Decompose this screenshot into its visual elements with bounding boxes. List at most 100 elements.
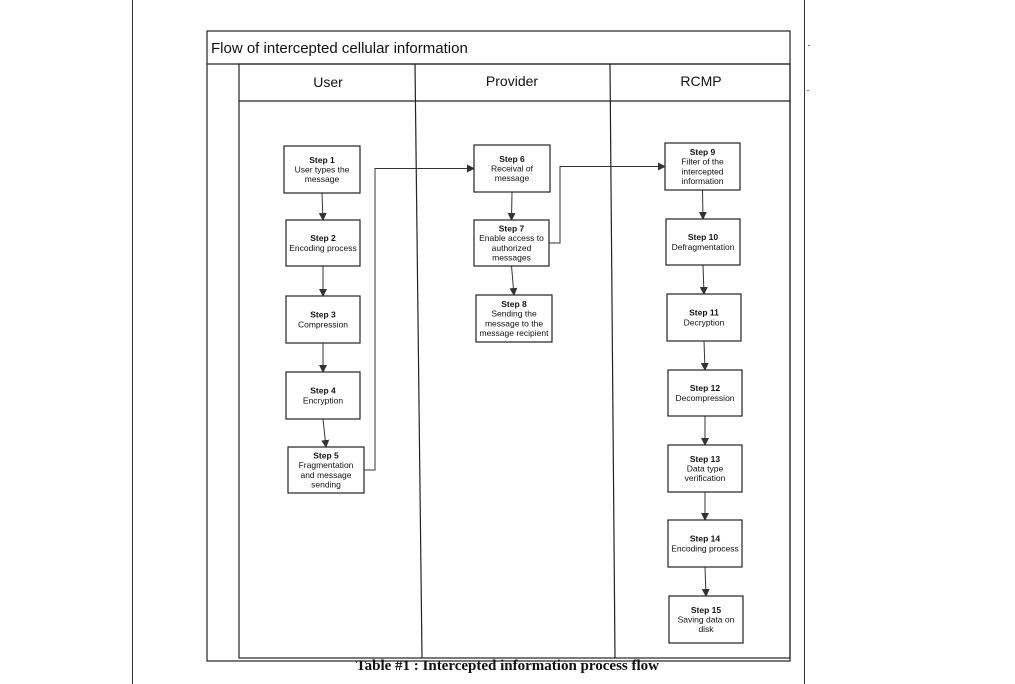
step-description-line: Decompression xyxy=(675,393,734,403)
page-edge-left xyxy=(132,0,133,684)
scan-speck xyxy=(807,90,809,91)
diagram-title: Flow of intercepted cellular information xyxy=(211,40,468,57)
step-description-line: Encoding process xyxy=(671,543,739,553)
arrow-step-7-to-9 xyxy=(549,162,666,244)
arrow-step-7-to-8 xyxy=(509,265,518,296)
step-label: Step 13 xyxy=(690,454,721,464)
step-label: Step 7 xyxy=(499,224,525,234)
step-label: Step 9 xyxy=(690,147,716,157)
arrow-step-9-to-10 xyxy=(698,189,707,220)
svg-text:User: User xyxy=(313,74,343,90)
step-description-line: disk xyxy=(698,624,714,634)
step-description-line: Data type xyxy=(687,464,724,474)
step-box-outline xyxy=(285,371,361,420)
step-label: Step 15 xyxy=(691,605,722,615)
svg-text:RCMP: RCMP xyxy=(680,73,721,89)
step-description-line: Encryption xyxy=(303,395,343,405)
step-box-outline xyxy=(285,219,361,267)
step-description-line: Saving data on xyxy=(678,615,735,625)
arrow-step-10-to-11 xyxy=(699,264,708,295)
step-box-outline xyxy=(666,293,742,342)
step-description-line: Fragmentation xyxy=(299,460,354,470)
step-label: Step 11 xyxy=(689,308,719,318)
lane-title-rcmp: RCMP xyxy=(680,73,721,89)
step-description-line: verification xyxy=(685,473,726,483)
lane-divider-provider-rcmp xyxy=(609,63,616,659)
arrow-step-11-to-12 xyxy=(700,340,709,371)
step-label: Step 10 xyxy=(688,232,719,242)
step-description-line: message to the xyxy=(485,318,543,328)
step-label: Step 12 xyxy=(690,383,721,393)
step-box-outline xyxy=(473,219,550,267)
arrow-step-14-to-15 xyxy=(701,566,710,597)
step-description-line: Filter of the xyxy=(681,157,724,167)
arrow-step-4-to-5 xyxy=(321,418,330,448)
step-label: Step 8 xyxy=(501,299,527,309)
step-label: Step 1 xyxy=(309,155,335,165)
step-description-line: User types the xyxy=(295,165,350,175)
step-description-line: Sending the xyxy=(491,309,537,319)
step-description-line: and message xyxy=(300,470,351,480)
step-description-line: sending xyxy=(311,479,341,489)
step-box-outline xyxy=(283,145,361,194)
flow-arrows xyxy=(318,162,710,597)
step-description-line: message recipient xyxy=(480,328,550,338)
step-label: Step 6 xyxy=(499,154,525,164)
scan-speck xyxy=(808,45,810,46)
page-edge-right xyxy=(804,0,805,684)
step-box-outline xyxy=(665,218,741,266)
step-description-line: Encoding process xyxy=(289,243,357,253)
step-description-line: messages xyxy=(492,252,531,262)
arrow-step-5-to-6 xyxy=(364,164,475,471)
step-label: Step 4 xyxy=(310,386,336,396)
step-box-outline xyxy=(667,369,743,417)
arrow-step-1-to-2 xyxy=(318,192,327,221)
step-box-outline xyxy=(664,142,741,191)
step-box-outline xyxy=(285,295,361,344)
step-label: Step 5 xyxy=(313,451,339,461)
step-box-outline xyxy=(287,446,365,494)
step-description-line: Defragmentation xyxy=(672,242,735,252)
step-label: Step 3 xyxy=(310,310,336,320)
step-box-outline xyxy=(475,294,553,343)
step-box-outline xyxy=(473,144,551,193)
step-box-outline xyxy=(667,444,743,493)
step-description-line: Enable access to xyxy=(479,233,544,243)
step-description-line: intercepted xyxy=(681,166,723,176)
table-caption: Table #1 : Intercepted information proce… xyxy=(355,658,660,674)
step-description-line: message xyxy=(495,173,530,183)
arrow-step-6-to-7 xyxy=(507,191,516,221)
step-description-line: information xyxy=(681,176,723,186)
step-label: Step 14 xyxy=(690,534,721,544)
step-description-line: message xyxy=(305,174,340,184)
svg-text:Provider: Provider xyxy=(486,73,538,89)
step-description-line: authorized xyxy=(492,243,532,253)
step-label: Step 2 xyxy=(310,233,336,243)
step-description-line: Compression xyxy=(298,319,348,329)
step-box-outline xyxy=(668,595,744,644)
lane-divider-user-provider xyxy=(414,63,423,659)
step-description-line: Receival of xyxy=(491,164,534,174)
lane-title-user: User xyxy=(313,74,343,90)
step-box-outline xyxy=(667,519,743,568)
step-description-line: Decryption xyxy=(684,317,725,327)
swimlane-frame xyxy=(238,63,791,659)
lane-title-provider: Provider xyxy=(486,73,538,89)
